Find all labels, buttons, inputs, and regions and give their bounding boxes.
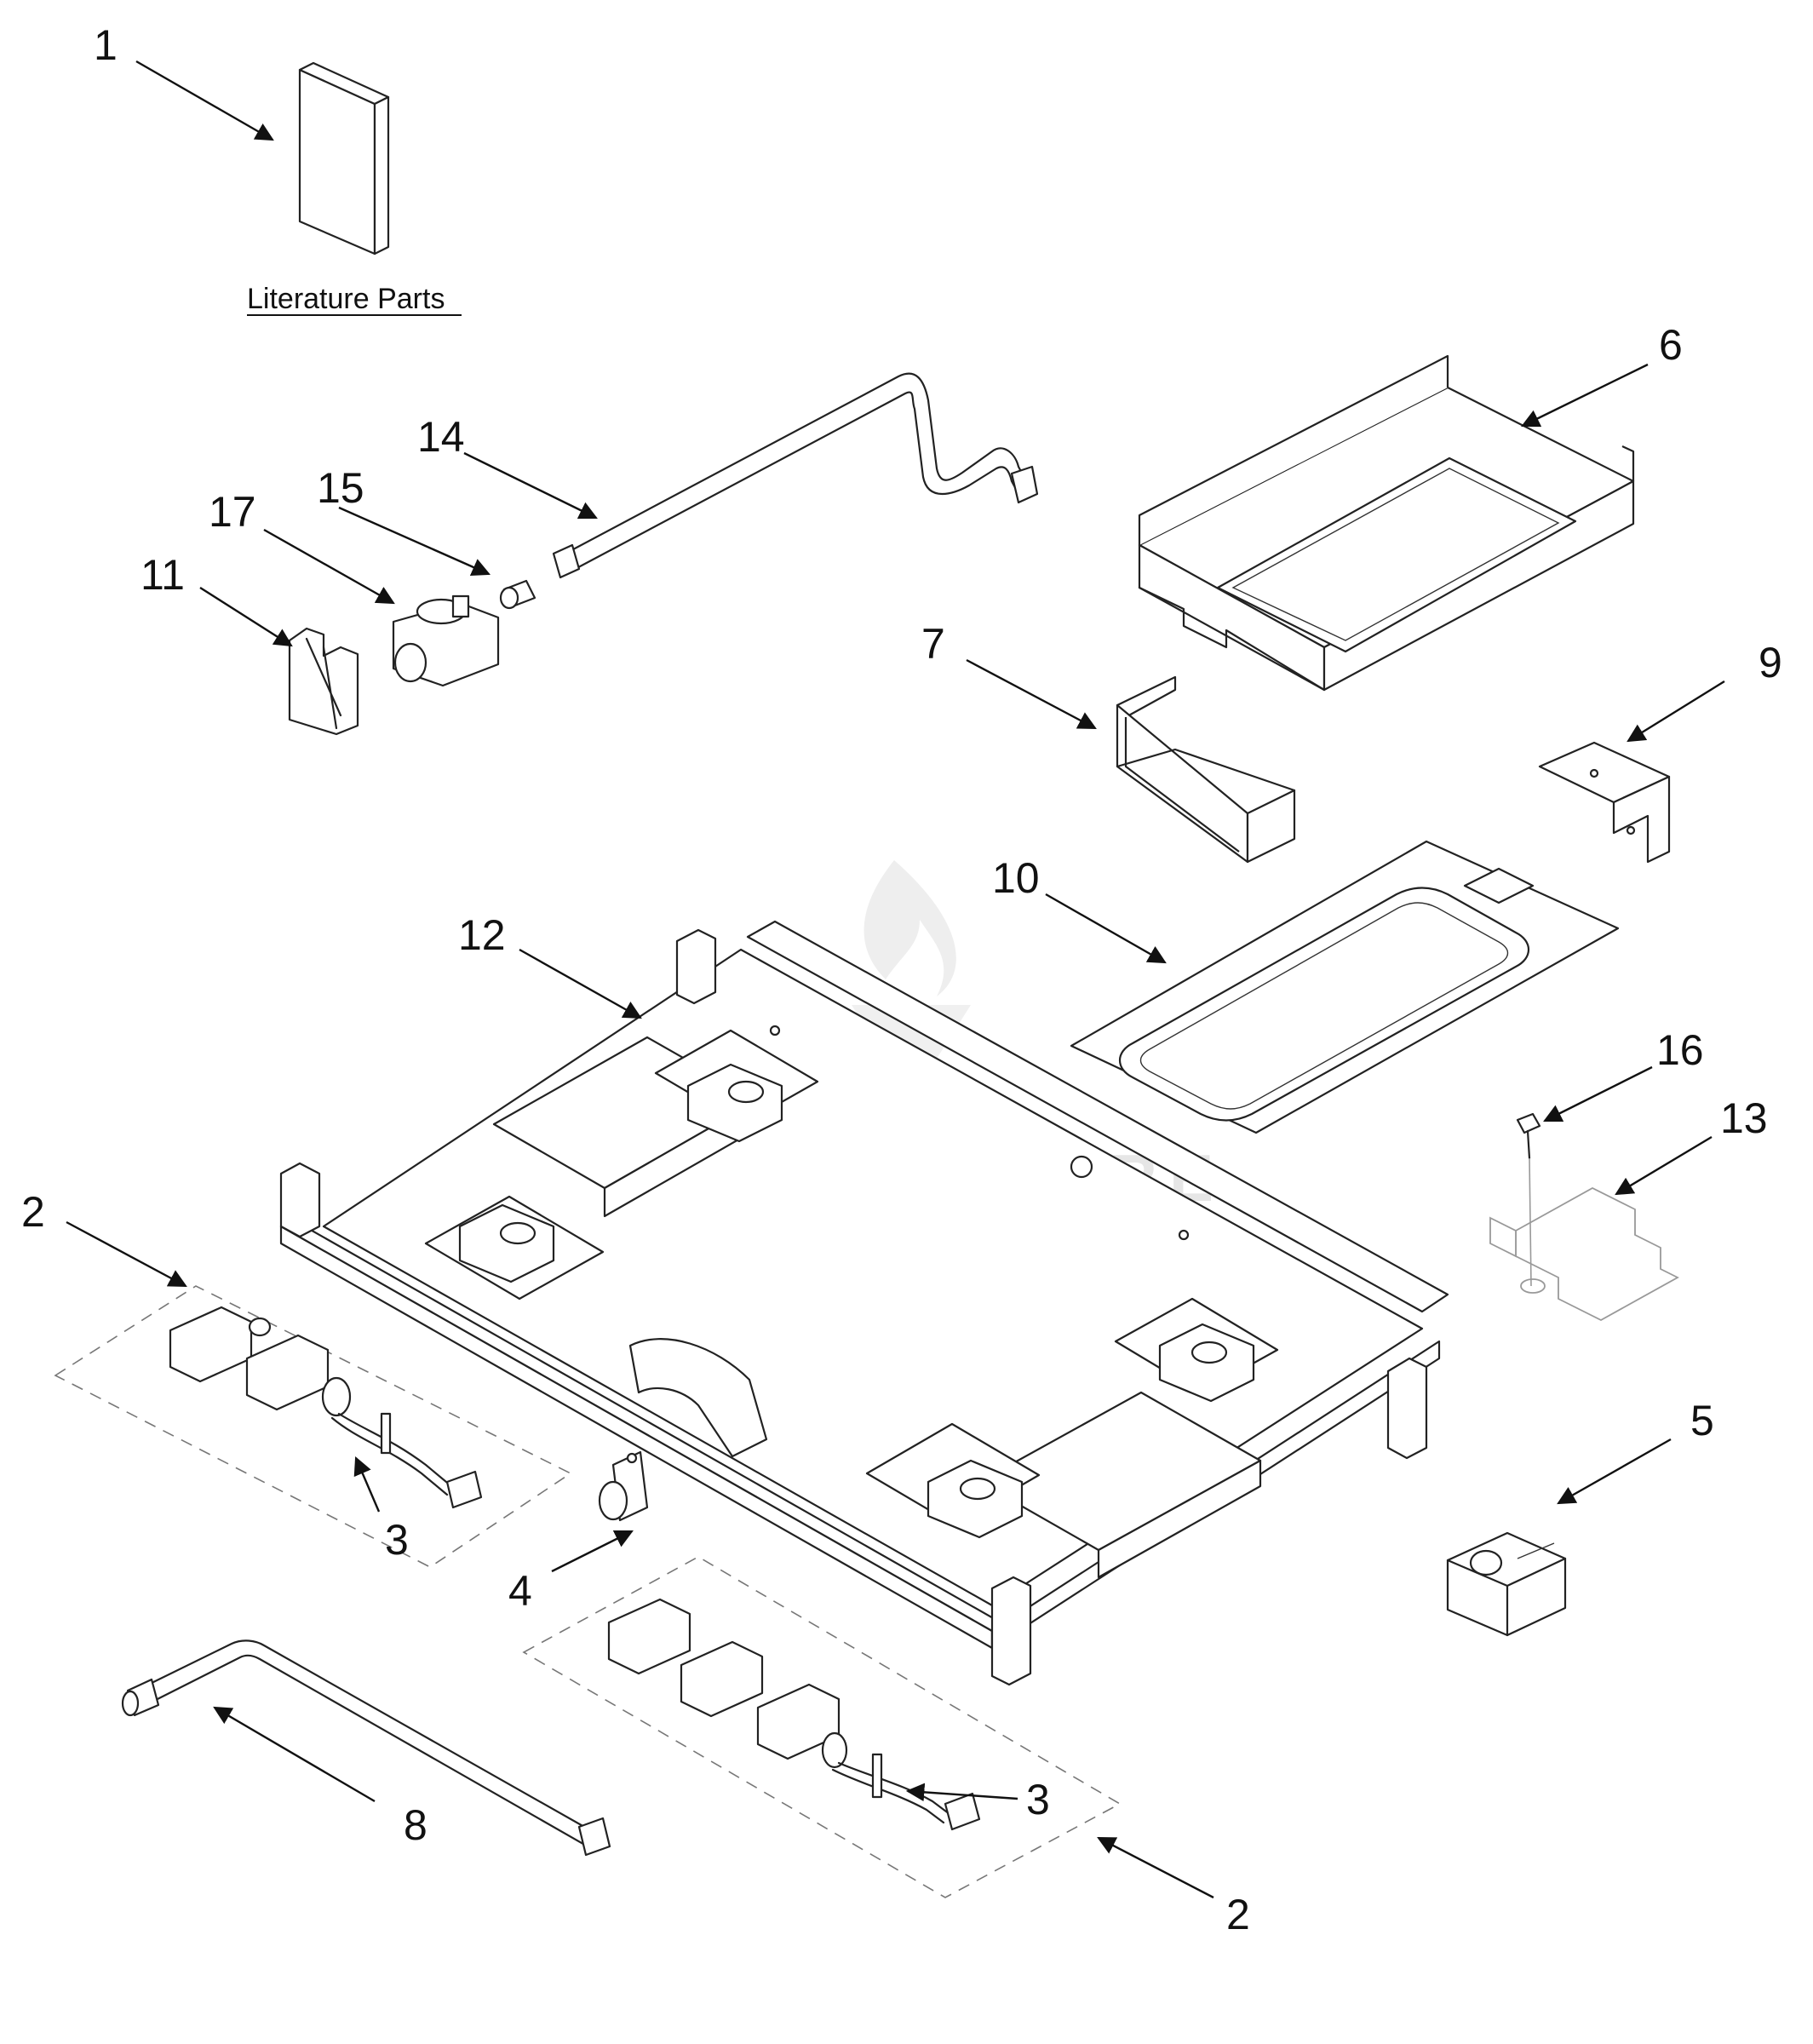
part-10-griddle-plate (1070, 840, 1620, 1134)
part-8-gas-tube (121, 1639, 611, 1857)
callout-11: 11 (141, 551, 185, 599)
part-3-right-wire-harness (831, 1753, 981, 1831)
callout-14: 14 (417, 413, 465, 461)
leader-arrows (66, 60, 1725, 1899)
callout-13: 13 (1720, 1094, 1768, 1142)
callout-numbers: 1 2 2 3 3 4 5 6 7 8 9 10 11 12 13 14 15 … (21, 21, 1782, 1938)
callout-9: 9 (1758, 639, 1782, 686)
callout-1: 1 (94, 21, 118, 69)
callout-3-right: 3 (1026, 1776, 1050, 1823)
part-2-left-valve-manifold (169, 1306, 352, 1417)
burner-valve-front-left (458, 1203, 555, 1283)
callout-7: 7 (921, 620, 945, 668)
part-12-burner-base-frame (279, 920, 1449, 1686)
callout-3-left: 3 (385, 1516, 409, 1564)
callout-4: 4 (508, 1567, 532, 1615)
burner-valve-rear-left (686, 1063, 783, 1143)
part-3-left-wire-harness (330, 1412, 483, 1509)
part-14-gas-tube (552, 372, 1039, 579)
part-16-screw (1516, 1112, 1541, 1160)
part-13-bracket (1489, 1157, 1679, 1322)
part-9-small-bracket (1538, 741, 1671, 864)
callout-2-right: 2 (1226, 1891, 1250, 1938)
part-11-bracket (288, 627, 359, 736)
callout-12: 12 (458, 911, 506, 959)
callout-16: 16 (1656, 1026, 1704, 1074)
literature-parts-label: Literature Parts (247, 283, 445, 315)
part-4-fitting (598, 1450, 649, 1522)
callout-10: 10 (992, 854, 1040, 902)
burner-valve-rear-right (1158, 1323, 1255, 1403)
callout-8: 8 (404, 1801, 427, 1849)
burner-valve-front-right (927, 1459, 1024, 1539)
part-15-fitting (499, 579, 536, 610)
part-17-pressure-regulator (392, 594, 500, 687)
callout-2-left: 2 (21, 1188, 45, 1236)
callout-17: 17 (209, 488, 256, 536)
part-7-duct (1116, 675, 1296, 864)
part-6-griddle-pan (1138, 354, 1635, 692)
part-2-right-valve-manifold (607, 1598, 848, 1769)
part-5-control-module (1446, 1531, 1567, 1637)
callout-15: 15 (317, 464, 364, 512)
callout-6: 6 (1659, 321, 1683, 369)
callout-5: 5 (1690, 1397, 1714, 1444)
part-2-right-valve-assembly-outline (522, 1556, 1122, 1898)
part-1-literature-booklet: Literature Parts (247, 61, 462, 316)
part-2-left-valve-assembly-outline (54, 1285, 572, 1568)
